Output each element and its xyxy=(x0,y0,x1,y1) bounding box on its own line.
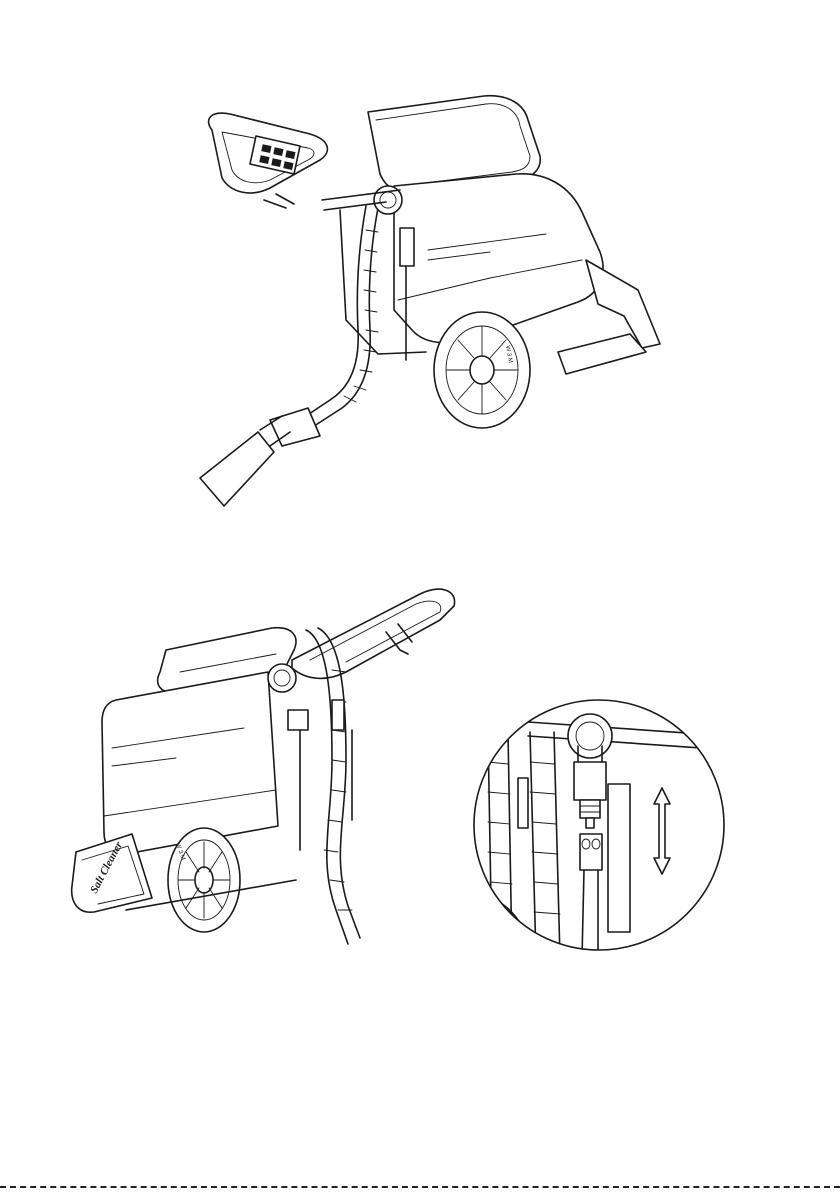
suction-hose xyxy=(300,206,378,430)
top-machine-illustration: W 3 M xyxy=(190,90,670,520)
page-bottom-rule xyxy=(0,1186,840,1188)
pump-knob xyxy=(268,664,296,692)
tank-body xyxy=(102,672,278,854)
handle-bar xyxy=(292,589,455,678)
front-machine-illustration: Salt Cleaner W 3 M xyxy=(56,580,466,960)
floor-nozzle xyxy=(586,260,660,348)
coupler-upper xyxy=(580,800,600,818)
coupler-lower xyxy=(580,834,602,870)
front-wheel: W 3 M xyxy=(168,828,240,932)
coupler-detail-view xyxy=(468,692,730,958)
pump-knob xyxy=(568,714,612,758)
rear-wheel: W 3 M xyxy=(434,312,530,428)
control-panel xyxy=(250,136,300,174)
double-headed-vertical-arrow-icon xyxy=(654,788,670,874)
upholstery-tool xyxy=(200,432,274,506)
